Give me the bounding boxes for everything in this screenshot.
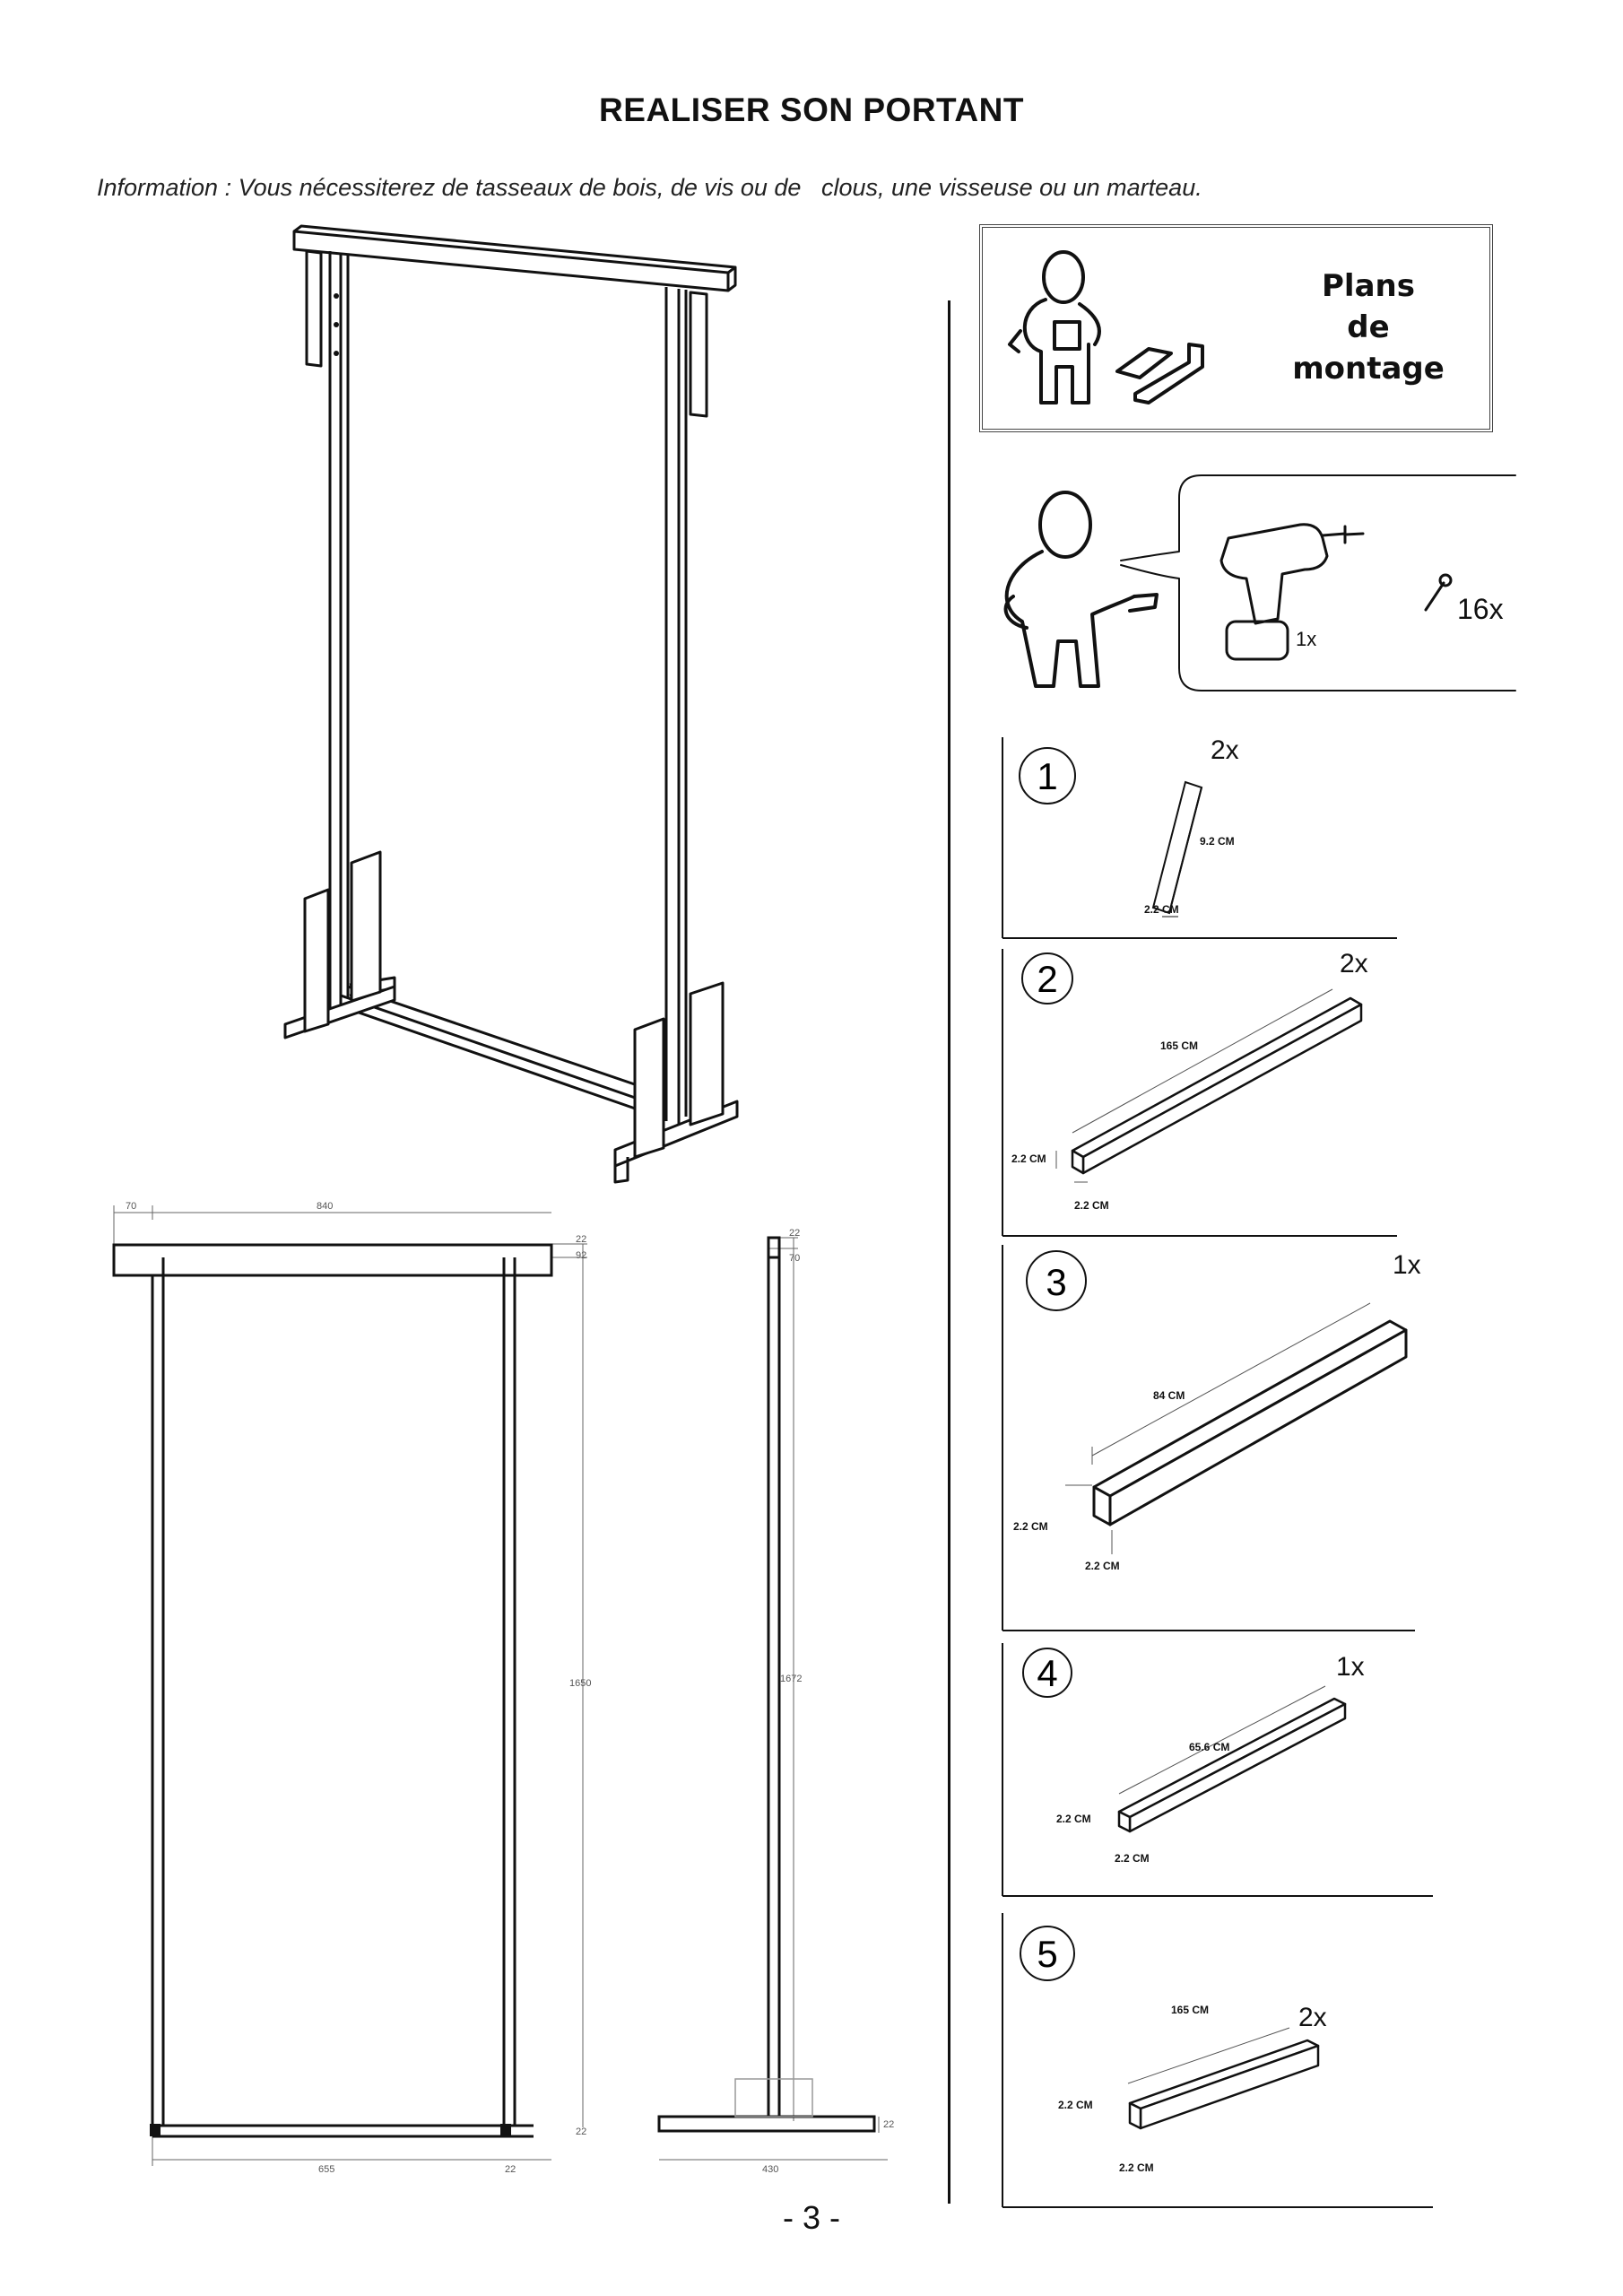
dim-side-70: 70 xyxy=(789,1253,800,1264)
step-2-length: 165 CM xyxy=(1160,1039,1198,1052)
dim-22-foot: 22 xyxy=(505,2164,516,2175)
step-3-panel: 3 1x 84 CM 2.2 CM 2.2 CM xyxy=(1002,1245,1421,1631)
step-5-height: 2.2 CM xyxy=(1058,2099,1093,2111)
step-2-height: 2.2 CM xyxy=(1011,1152,1046,1165)
step-4-width: 2.2 CM xyxy=(1115,1852,1150,1865)
page-number: - 3 - xyxy=(782,2199,840,2236)
drill-quantity: 1x xyxy=(1296,628,1316,650)
dim-840: 840 xyxy=(317,1201,333,1212)
step-2-quantity: 2x xyxy=(1340,949,1368,978)
side-elevation-drawing: 22 70 1672 22 430 xyxy=(657,1228,894,2175)
step-4-panel: 4 1x 65.6 CM 2.2 CM 2.2 CM xyxy=(1002,1643,1433,1897)
step-4-height: 2.2 CM xyxy=(1056,1813,1091,1825)
step-3-number: 3 xyxy=(1046,1261,1066,1303)
step-2-number: 2 xyxy=(1037,958,1057,1000)
front-elevation-drawing: 70 840 22 92 1650 22 655 22 xyxy=(112,1201,591,2175)
step-3-length: 84 CM xyxy=(1153,1389,1185,1402)
dim-430: 430 xyxy=(762,2164,778,2175)
step-3-quantity: 1x xyxy=(1393,1250,1421,1280)
plans-line3: montage xyxy=(1292,351,1445,387)
dim-1650: 1650 xyxy=(569,1678,591,1689)
step-3-width: 2.2 CM xyxy=(1085,1560,1120,1572)
step-4-number: 4 xyxy=(1037,1652,1057,1694)
rack-isometric-drawing xyxy=(283,224,739,1184)
step-1-width: 2.2 CM xyxy=(1144,903,1179,916)
step-1-number: 1 xyxy=(1037,755,1057,797)
plans-line2: de xyxy=(1347,309,1390,345)
step-1-length: 9.2 CM xyxy=(1200,835,1235,848)
dim-1672: 1672 xyxy=(780,1674,802,1684)
step-4-length: 65.6 CM xyxy=(1189,1741,1229,1753)
step-5-length: 165 CM xyxy=(1171,2004,1209,2016)
dim-22-bottom: 22 xyxy=(576,2126,586,2137)
dim-side-22: 22 xyxy=(789,1228,800,1239)
step-3-height: 2.2 CM xyxy=(1013,1520,1048,1533)
info-text: Information : Vous nécessiterez de tasse… xyxy=(97,174,1202,201)
step-1-quantity: 2x xyxy=(1211,735,1239,765)
step-1-panel: 1 2x 9.2 CM 2.2 CM xyxy=(1002,735,1397,939)
step-2-width: 2.2 CM xyxy=(1074,1199,1109,1212)
step-5-number: 5 xyxy=(1037,1933,1057,1975)
dim-side-22-foot: 22 xyxy=(883,2119,894,2130)
assembly-figure-icon xyxy=(1008,250,1204,404)
dim-22-top: 22 xyxy=(576,1234,586,1245)
dim-92: 92 xyxy=(576,1250,586,1261)
step-5-quantity: 2x xyxy=(1298,2003,1327,2032)
step-4-quantity: 1x xyxy=(1336,1652,1365,1682)
tools-illustration: 1x 16x xyxy=(1003,474,1516,691)
step-5-width: 2.2 CM xyxy=(1119,2161,1154,2174)
plans-line1: Plans xyxy=(1322,268,1415,304)
step-5-panel: 5 2x 165 CM 2.2 CM 2.2 CM xyxy=(1002,1913,1433,2208)
screw-quantity: 16x xyxy=(1457,593,1504,625)
dim-655: 655 xyxy=(318,2164,334,2175)
page-title: REALISER SON PORTANT xyxy=(599,91,1024,128)
plans-de-montage-box: Plans de montage xyxy=(979,224,1493,432)
dim-70: 70 xyxy=(126,1201,136,1212)
column-divider xyxy=(948,300,950,2204)
step-2-panel: 2 2x 165 CM 2.2 CM 2.2 CM xyxy=(1002,949,1397,1237)
